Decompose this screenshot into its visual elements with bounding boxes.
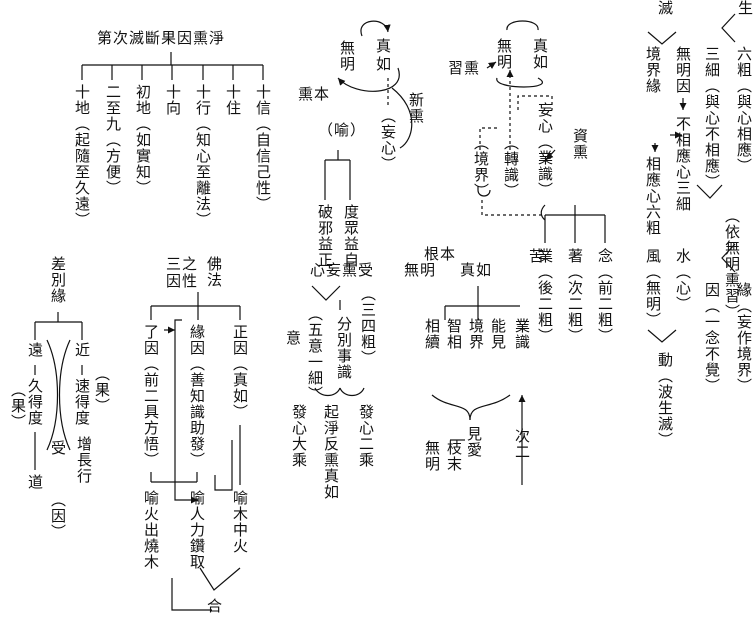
s6-title-fofa: 佛法 — [205, 256, 223, 288]
s7-wuyi: （五意一細） — [306, 306, 324, 402]
s1-shixiang: 十向 — [164, 84, 182, 116]
s8-jianai: 見愛 — [465, 426, 483, 458]
s3-ming: 明 — [497, 53, 514, 71]
s2-xunben: 熏本 — [298, 85, 331, 103]
s4-sheng: 生 — [738, 0, 754, 17]
s4-xiangying: 相應心六粗 — [644, 156, 662, 236]
s7-sansi: （三四粗） — [359, 286, 377, 366]
s4-jingjieyuan: 境界緣 — [644, 46, 662, 94]
s2-poxieyizheng: 破邪益正 — [316, 204, 334, 268]
s2-xinxun: 新熏 — [407, 92, 425, 124]
s2-yu: （喻） — [318, 121, 367, 139]
s1-shixin: 十信（自信己性） — [254, 84, 272, 212]
s2-cycle-lines — [324, 20, 413, 200]
s4-yin: 因（一念不覺） — [703, 282, 721, 394]
s8-nengjian: 能見 — [489, 318, 507, 350]
s1-title: 第次滅斷果因熏淨 — [97, 29, 226, 47]
s5-zengzhangxing: 增長行 — [75, 436, 93, 484]
s4-liucu: 六粗（與心相應） — [735, 46, 753, 174]
s6-lines — [150, 292, 241, 611]
s5-yuan: 遠 — [26, 342, 44, 358]
s3-zhuanshi: （轉識） — [502, 135, 520, 199]
s8-yeshi: 業識 — [513, 318, 531, 350]
s5-guo1: （果） — [9, 382, 27, 430]
s2-duzhongyizi: 度眾益自 — [342, 204, 360, 268]
s6-yuren: 喻人力鑽取 — [188, 490, 206, 570]
s3-zhen: 真 — [533, 37, 550, 55]
s1-shizhu: 十住 — [224, 84, 242, 116]
s6-yuhuo: 喻火出燒木 — [142, 490, 160, 570]
s4-yiwuming: （依無明熏習） — [723, 208, 741, 320]
s2-zhen: 真 — [376, 37, 393, 55]
s8-wuming: 無明 — [404, 261, 437, 279]
s7-lines — [311, 285, 365, 397]
s6-title-yinxing: 因性 — [166, 272, 199, 290]
s2-ming: 明 — [340, 55, 357, 73]
s3-nian: 念（前二粗） — [596, 248, 614, 344]
s1-erzhijiu: 二至九（方便） — [104, 84, 122, 196]
s8-genben: 根本 — [424, 245, 457, 263]
s1-chudi: 初地（如實知） — [134, 84, 152, 196]
s7-fenbie: 分別事識 — [335, 316, 353, 380]
s3-jingjie: （境界） — [472, 135, 490, 199]
s7-faxindasheng: 發心大乘 — [290, 404, 308, 468]
s3-wangxin: 妄心（業識） — [536, 102, 554, 198]
s8-lines — [431, 286, 526, 485]
s4-sanxi: 三細（與心不相應） — [703, 46, 721, 190]
s2-wu: 無 — [340, 39, 357, 57]
s4-shui: 水（心） — [674, 248, 692, 312]
s3-ku: 苦 — [527, 248, 545, 264]
s8-wuming2: 無明 — [423, 440, 441, 472]
s2-wangxin: （妄心） — [379, 108, 397, 172]
s4-buxiangying: 不相應心三細 — [674, 116, 692, 212]
s3-wu: 無 — [497, 37, 514, 55]
s4-feng: 風（無明） — [644, 248, 662, 328]
s7-yi: 意 — [286, 329, 303, 347]
s8-zhenru: 真如 — [460, 261, 493, 279]
s2-ru: 如 — [376, 55, 393, 73]
s6-liaoyin: 了因（前二具方悟） — [142, 324, 160, 468]
s3-xixun: 習熏 — [448, 59, 481, 77]
s4-dong: 動（波生滅） — [656, 352, 674, 448]
s6-yuanyin: 緣因（善知識助發） — [188, 324, 206, 468]
s3-zixun: 資熏 — [571, 128, 589, 160]
s5-dao: 道 — [26, 474, 44, 490]
s7-title: 心妄熏受 — [310, 261, 375, 279]
s7-faxinersheng: 發心二乘 — [357, 404, 375, 468]
s7-qijing: 起淨反熏真如 — [322, 404, 340, 500]
s6-yumu: 喻木中火 — [231, 490, 249, 554]
s3-lines — [477, 20, 606, 243]
s8-zhixiang: 智相 — [445, 318, 463, 350]
s8-xiangxu: 相續 — [423, 318, 441, 350]
s3-ye: 業（後二粗） — [536, 248, 554, 344]
s5-shou: 受 — [49, 440, 67, 456]
s3-zhe: 著（次二粗） — [566, 248, 584, 344]
s6-zhengyin: 正因（真如） — [231, 324, 249, 420]
s4-wumingyin: 無明因 — [674, 46, 692, 94]
s1-shixing: 十行（知心至離法） — [194, 84, 212, 228]
s5-sudedu: 速得度 — [73, 378, 91, 426]
s8-zhimo: 枝末 — [445, 440, 463, 472]
s6-title-sanzhi: 三之 — [166, 255, 199, 273]
s5-guo2: （果） — [93, 366, 111, 414]
s1-tree-lines — [81, 52, 264, 80]
s6-he: 合 — [207, 597, 224, 615]
s5-title: 差別緣 — [49, 256, 67, 304]
s5-jin: 近 — [73, 342, 91, 358]
s4-lines — [647, 13, 736, 343]
s8-jingjie: 境界 — [467, 318, 485, 350]
s8-cier: 次二 — [513, 428, 531, 460]
s5-jiudedu: 久得度 — [26, 378, 44, 426]
s4-yuan: 緣（妄作境界） — [735, 282, 753, 394]
s4-mie: 滅 — [658, 0, 675, 17]
s3-ru: 如 — [533, 53, 550, 71]
s5-lines — [34, 312, 83, 470]
s1-shidi: 十地（起隨至久遠） — [73, 84, 91, 228]
s5-yin: （因） — [49, 492, 67, 540]
